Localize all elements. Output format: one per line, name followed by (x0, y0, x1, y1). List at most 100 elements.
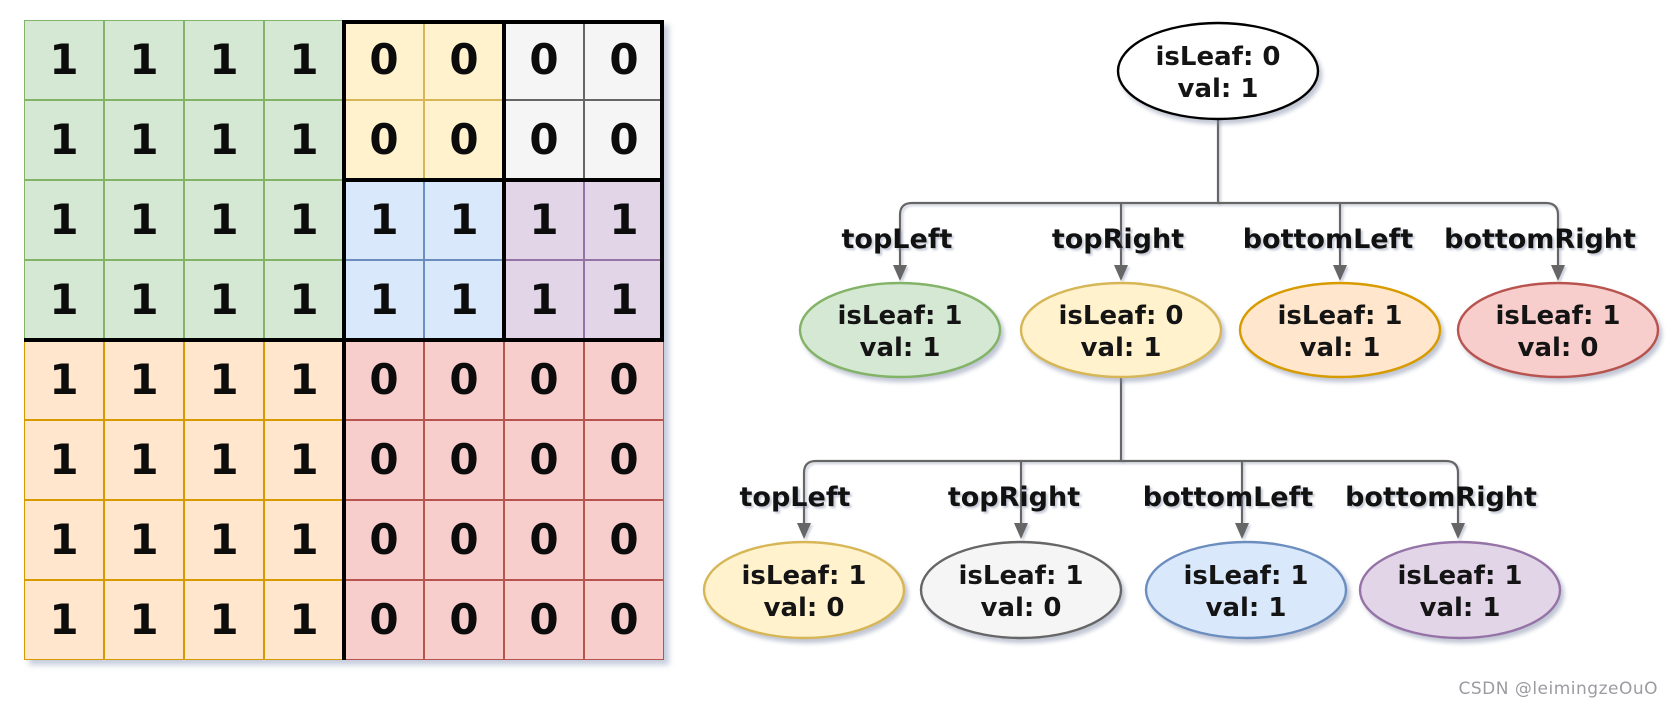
tree-node-topRight-bottomRight-text: isLeaf: 1 (1398, 561, 1523, 591)
arrowhead-icon (1551, 265, 1565, 281)
matrix-cell: 0 (344, 500, 424, 580)
matrix-cell: 1 (264, 260, 344, 340)
matrix-cell: 0 (344, 20, 424, 100)
matrix-cell: 1 (104, 500, 184, 580)
matrix-cell: 1 (24, 340, 104, 420)
tree-node-topRight-bottomLeft-ellipse (1144, 540, 1348, 640)
matrix-cell: 0 (424, 420, 504, 500)
matrix-cell: 0 (424, 100, 504, 180)
edge-label-l1-bottomRight: bottomRight (1444, 224, 1636, 255)
tree-node-bottomRight-text: isLeaf: 1 (1496, 301, 1621, 331)
matrix-cell: 1 (584, 180, 664, 260)
matrix-cell: 1 (104, 580, 184, 660)
quadrant-divider-horizontal-sub (342, 178, 664, 182)
matrix-cell: 1 (264, 580, 344, 660)
tree-node-topRight-bottomLeft-text: isLeaf: 1 (1184, 561, 1309, 591)
tree-node-topRight-bottomRight-text: val: 1 (1420, 593, 1501, 623)
matrix-cell: 1 (184, 260, 264, 340)
matrix-cell: 0 (504, 20, 584, 100)
matrix-cell: 1 (184, 420, 264, 500)
edge-label-l2-bottomLeft: bottomLeft (1143, 482, 1314, 513)
matrix-cell: 1 (264, 20, 344, 100)
tree-node-bottomLeft-text: val: 1 (1300, 333, 1381, 363)
matrix-cell: 0 (584, 100, 664, 180)
tree-node-topRight-topRight-text: val: 0 (981, 593, 1062, 623)
tree-node-topLeft-ellipse (798, 281, 1002, 379)
matrix-cell: 0 (584, 580, 664, 660)
quadrant-divider-horizontal-main (24, 338, 664, 342)
arrowhead-icon (1451, 523, 1465, 539)
watermark: CSDN @leimingzeOuO (1458, 679, 1658, 699)
matrix-cell: 1 (24, 20, 104, 100)
matrix-cell: 1 (24, 260, 104, 340)
matrix-cell: 0 (424, 500, 504, 580)
matrix-cell: 0 (504, 500, 584, 580)
arrowhead-icon (797, 523, 811, 539)
matrix-cell: 1 (104, 420, 184, 500)
matrix-cell: 0 (504, 100, 584, 180)
arrowhead-icon (1235, 523, 1249, 539)
matrix-cell: 1 (24, 500, 104, 580)
matrix-cell: 0 (344, 420, 424, 500)
quadrant-border-top (342, 20, 664, 24)
matrix-cell: 1 (104, 100, 184, 180)
matrix-cell: 1 (104, 180, 184, 260)
quadrant-border-right (660, 20, 664, 342)
matrix-cell: 0 (584, 500, 664, 580)
edge-label-l2-topLeft: topLeft (740, 482, 851, 513)
matrix-cell: 1 (104, 340, 184, 420)
matrix-cell: 1 (104, 20, 184, 100)
matrix-cell: 1 (264, 180, 344, 260)
tree-node-root-ellipse (1116, 21, 1320, 121)
matrix-cell: 1 (184, 340, 264, 420)
tree-node-bottomRight-ellipse (1456, 281, 1660, 379)
edge-label-l2-bottomRight: bottomRight (1345, 482, 1537, 513)
arrowhead-icon (1014, 523, 1028, 539)
tree-node-topRight-topRight-text: isLeaf: 1 (959, 561, 1084, 591)
matrix-cell: 1 (584, 260, 664, 340)
tree-node-topRight-text: val: 1 (1081, 333, 1162, 363)
matrix-cell: 1 (504, 260, 584, 340)
matrix-cell: 1 (184, 100, 264, 180)
matrix-cell: 0 (584, 420, 664, 500)
connector-line (802, 459, 1460, 523)
arrowhead-icon (1333, 265, 1347, 281)
matrix-cell: 1 (424, 180, 504, 260)
tree-node-topRight-topLeft-text: isLeaf: 1 (742, 561, 867, 591)
tree-node-root-text: val: 1 (1178, 74, 1259, 104)
tree-node-topRight-bottomRight-ellipse (1358, 540, 1562, 640)
tree-node-topRight-bottomLeft-text: val: 1 (1206, 593, 1287, 623)
matrix-cell: 0 (424, 340, 504, 420)
matrix-cell: 1 (424, 260, 504, 340)
edge-label-l1-bottomLeft: bottomLeft (1243, 224, 1414, 255)
matrix-cell: 1 (104, 260, 184, 340)
tree-node-root-text: isLeaf: 0 (1156, 42, 1281, 72)
tree-node-topLeft-text: isLeaf: 1 (838, 301, 963, 331)
matrix-cell: 0 (424, 580, 504, 660)
matrix-cell: 1 (184, 180, 264, 260)
matrix-cell: 1 (24, 420, 104, 500)
matrix-cell: 1 (504, 180, 584, 260)
tree-node-bottomLeft-text: isLeaf: 1 (1278, 301, 1403, 331)
connector-line (898, 201, 1560, 265)
matrix-cell: 0 (504, 340, 584, 420)
tree-node-topLeft-text: val: 1 (860, 333, 941, 363)
tree-node-topRight-ellipse (1019, 281, 1223, 379)
matrix-cell: 1 (24, 580, 104, 660)
matrix-cell: 1 (184, 500, 264, 580)
matrix-cell: 1 (184, 20, 264, 100)
matrix-cell: 1 (344, 180, 424, 260)
tree-node-bottomRight-text: val: 0 (1518, 333, 1599, 363)
